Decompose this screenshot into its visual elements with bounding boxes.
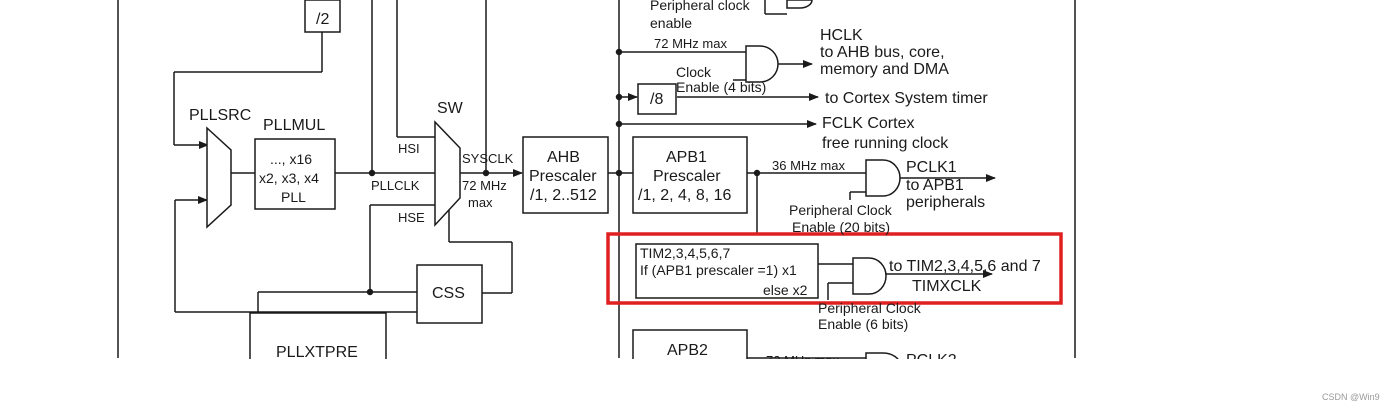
hclk-title: HCLK bbox=[820, 27, 863, 44]
periph-enable-top-line1: Peripheral clock bbox=[650, 0, 751, 13]
pllclk-label: PLLCLK bbox=[371, 178, 420, 193]
sysclk-label: SYSCLK bbox=[462, 151, 514, 166]
periph-enable-top-line2: enable bbox=[650, 15, 692, 31]
and-gate-top bbox=[786, 0, 813, 9]
and-gate-hclk bbox=[745, 45, 779, 83]
apb1-box bbox=[632, 136, 748, 214]
apb1-line2: Prescaler bbox=[653, 168, 721, 185]
clock-enable-line1: Clock bbox=[676, 64, 712, 80]
tim-box bbox=[635, 243, 819, 299]
ahb-box bbox=[522, 136, 609, 214]
periph-enable20-line1: Peripheral Clock bbox=[789, 202, 893, 218]
pll-line3: PLL bbox=[281, 189, 306, 205]
hsi-label: HSI bbox=[398, 141, 420, 156]
apb1-line1: APB1 bbox=[666, 149, 707, 166]
pll-line1: ..., x16 bbox=[270, 151, 312, 167]
watermark: CSDN @Win9 bbox=[1322, 392, 1380, 402]
tim-line2: If (APB1 prescaler =1) x1 bbox=[640, 262, 797, 278]
ahb-line1: AHB bbox=[547, 149, 580, 166]
tim-line1: TIM2,3,4,5,6,7 bbox=[640, 245, 730, 261]
pllsrc-label: PLLSRC bbox=[189, 107, 251, 124]
tim-out-line1: to TIM2,3,4,5,6 and 7 bbox=[889, 258, 1041, 275]
bottom-crop-band bbox=[0, 359, 1389, 411]
tim-out-line2: TIMXCLK bbox=[912, 278, 982, 295]
cortex-timer-label: to Cortex System timer bbox=[825, 90, 988, 107]
pll-line2: x2, x3, x4 bbox=[259, 170, 319, 186]
periph-enable6-line1: Peripheral Clock bbox=[818, 300, 922, 316]
text-labels: /2 Peripheral clock enable 72 MHz max HC… bbox=[189, 0, 1041, 369]
periph-enable20-line2: Enable (20 bits) bbox=[792, 219, 890, 235]
pll-box bbox=[254, 138, 336, 210]
pclk1-line2: to APB1 bbox=[906, 177, 964, 194]
hclk-line3: memory and DMA bbox=[820, 61, 949, 78]
and-gate-pclk1 bbox=[865, 159, 901, 197]
hclk-max-label: 72 MHz max bbox=[654, 36, 727, 51]
hse-label: HSE bbox=[398, 210, 425, 225]
fclk-line1: FCLK Cortex bbox=[822, 115, 914, 132]
clock-enable-line2: Enable (4 bits) bbox=[676, 79, 766, 95]
tim-line3: else x2 bbox=[763, 282, 808, 298]
periph-enable6-line2: Enable (6 bits) bbox=[818, 316, 908, 332]
sw-label: SW bbox=[437, 100, 464, 117]
div8-label: /8 bbox=[650, 91, 663, 108]
apb1-max-label: 36 MHz max bbox=[772, 158, 845, 173]
sw-mux bbox=[434, 120, 461, 227]
ahb-line3: /1, 2..512 bbox=[530, 187, 597, 204]
blocks bbox=[206, 0, 901, 371]
sysclk-max-line1: 72 MHz bbox=[462, 178, 507, 193]
ahb-line2: Prescaler bbox=[529, 168, 597, 185]
pllmul-label: PLLMUL bbox=[263, 117, 325, 134]
pclk1-line1: PCLK1 bbox=[906, 159, 957, 176]
pllxtpre-label: PLLXTPRE bbox=[276, 344, 358, 361]
div8-box bbox=[637, 83, 677, 115]
css-label: CSS bbox=[432, 285, 465, 302]
sysclk-max-line2: max bbox=[468, 195, 493, 210]
fclk-line2: free running clock bbox=[822, 135, 949, 152]
css-box bbox=[416, 264, 483, 324]
highlight-box bbox=[606, 232, 1063, 305]
apb1-line3: /1, 2, 4, 8, 16 bbox=[638, 187, 732, 204]
div2-label: /2 bbox=[316, 11, 329, 28]
div2-box bbox=[304, 0, 341, 33]
hclk-line2: to AHB bus, core, bbox=[820, 44, 945, 61]
and-gate-tim bbox=[852, 257, 887, 295]
pllsrc-mux bbox=[206, 126, 232, 229]
pclk1-line3: peripherals bbox=[906, 194, 985, 211]
apb2-label: APB2 bbox=[667, 342, 708, 359]
wires bbox=[117, 0, 1076, 359]
